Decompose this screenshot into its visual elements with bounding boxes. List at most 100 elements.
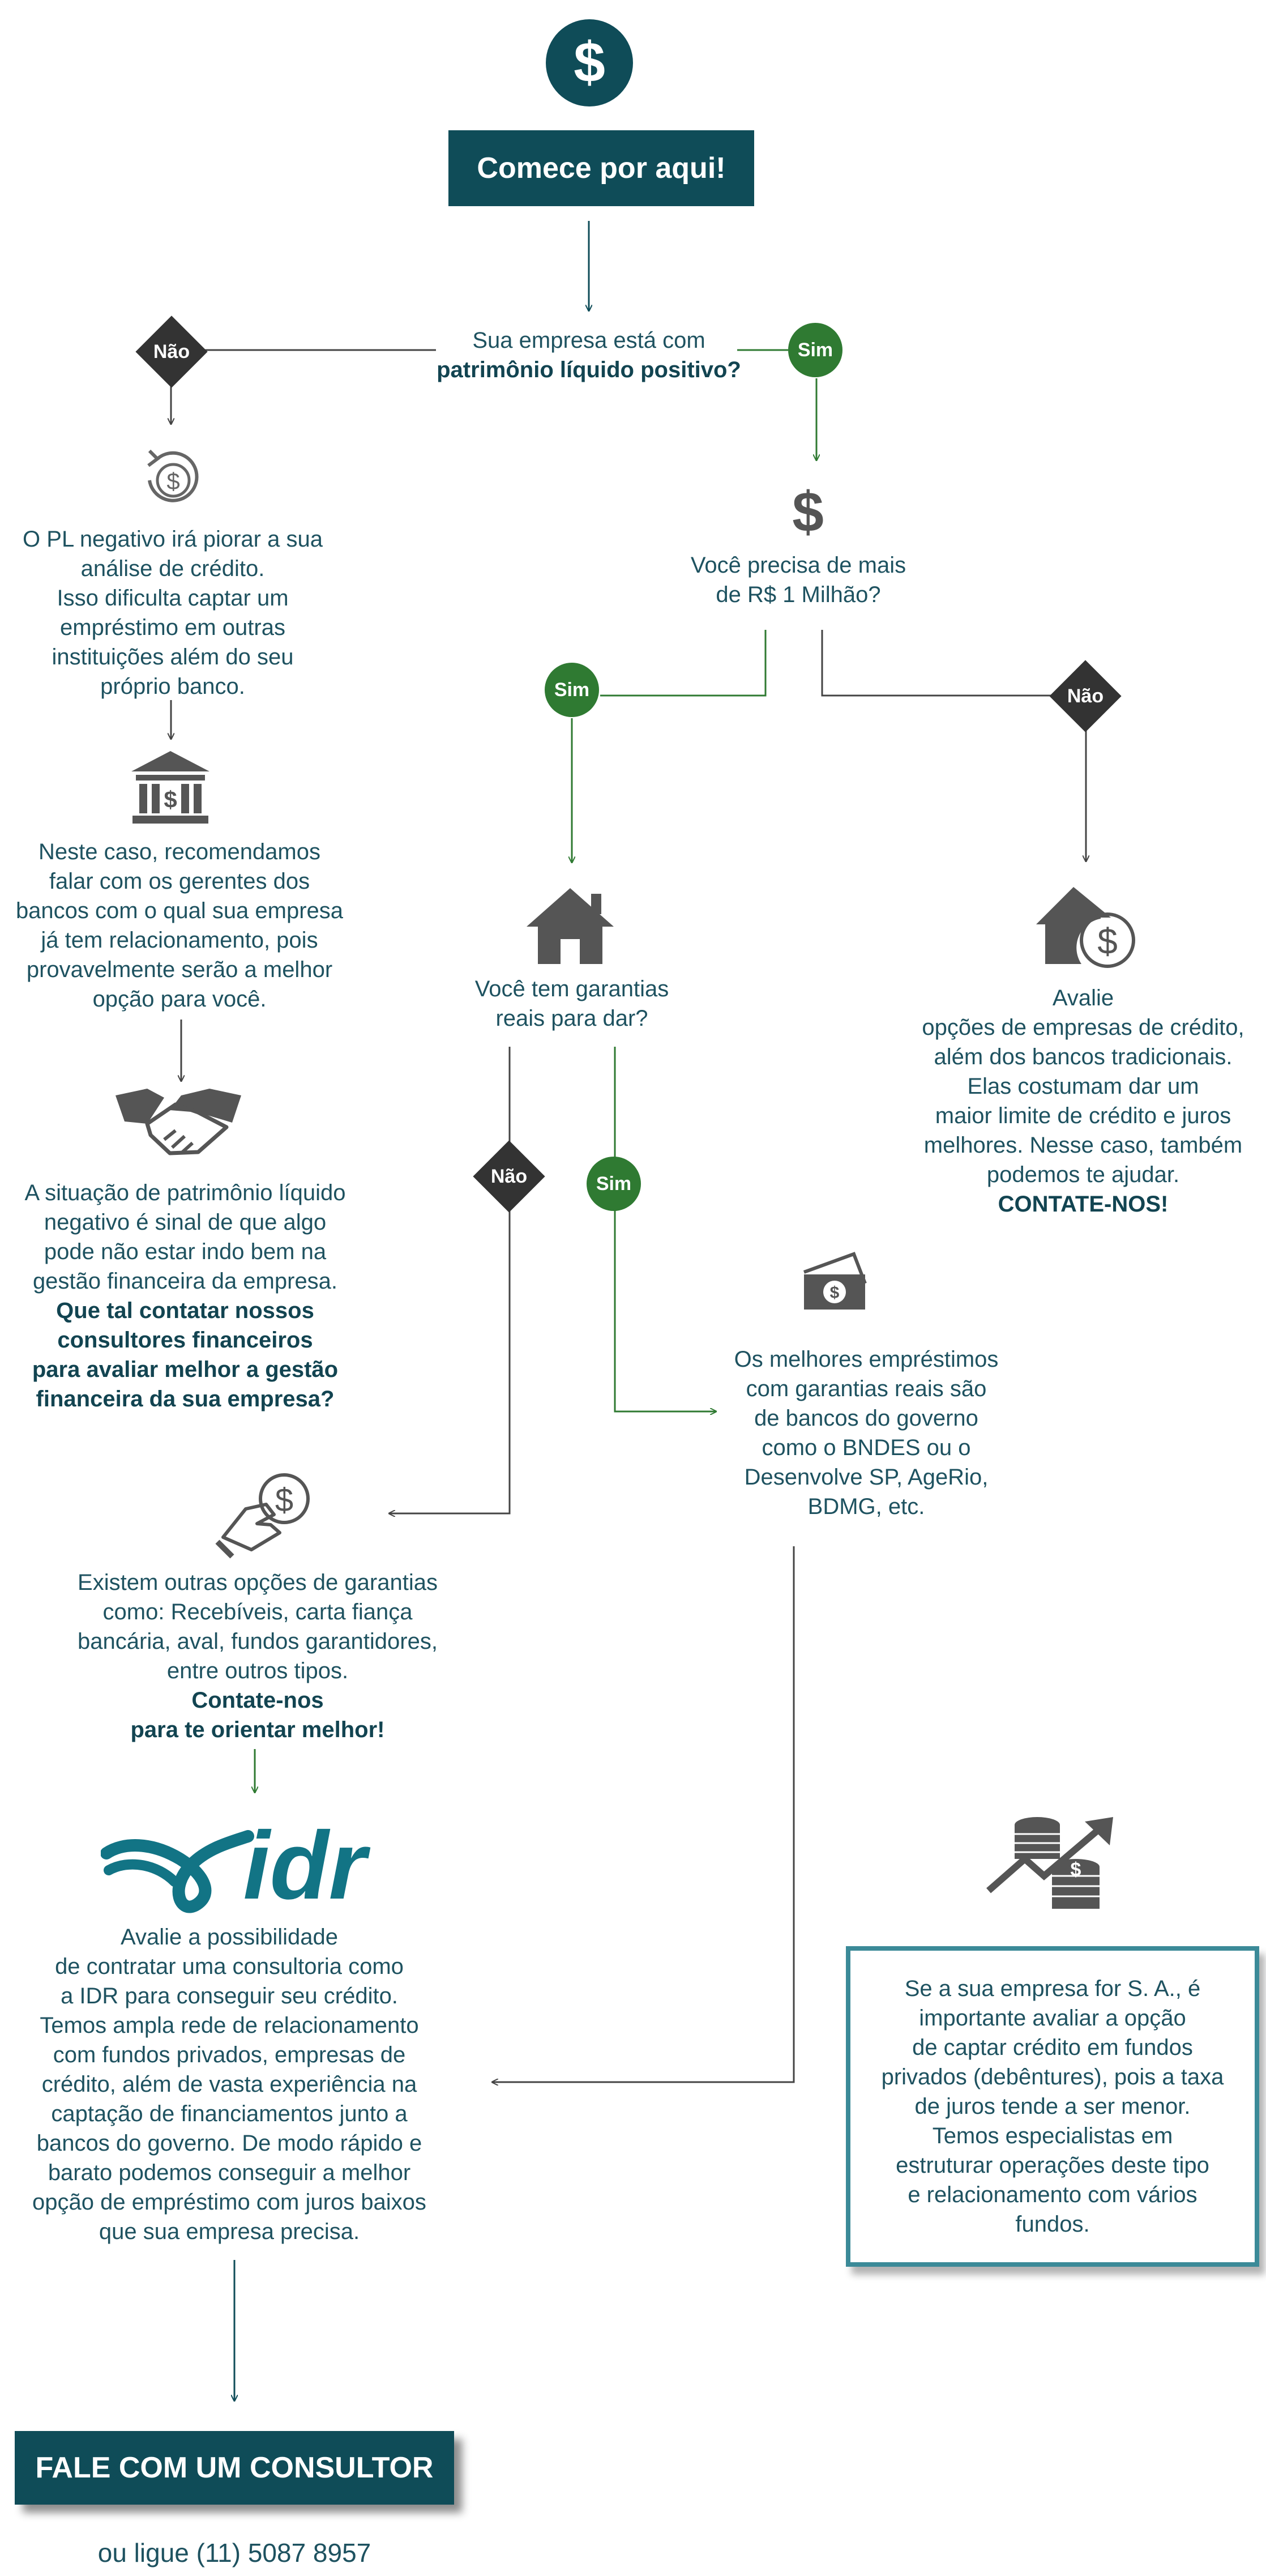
idr-consult-line: opção de empréstimo com juros baixos [32,2190,426,2215]
financial-line: gestão financeira da empresa. [32,1269,338,1294]
question-equity-line1: Sua empresa está com [472,328,705,353]
question-equity: Sua empresa está com patrimônio líquido … [408,326,770,385]
banks-rec-line: bancos com o qual sua empresa [15,898,344,923]
other-guarantees-bold-line[interactable]: Contate-nos [191,1688,324,1713]
financial-bold-line: para avaliar melhor a gestão [32,1357,339,1382]
hand-coin-icon: $ [212,1469,317,1562]
pl-negative-line: instituições além do seu [52,645,294,669]
question-equity-line2: patrimônio líquido positivo? [437,357,741,382]
credit-line: opções de empresas de crédito, [922,1015,1244,1040]
idr-consult-line: crédito, além de vasta experiência na [41,2072,417,2097]
pl-negative-line: empréstimo em outras [60,615,285,640]
banks-rec-line: provavelmente serão a melhor [26,957,333,982]
sa-line: e relacionamento com vários [908,2182,1197,2207]
dollar-sign-icon: $ [788,480,828,544]
sa-info-text: Se a sua empresa for S. A., é importante… [860,1974,1245,2239]
gov-banks-line: com garantias reais são [746,1376,987,1401]
banks-rec-line: já tem relacionamento, pois [41,928,318,953]
financial-situation-text: A situação de patrimônio líquido negativ… [0,1178,370,1414]
idr-consult-line: barato podemos conseguir a melhor [48,2160,411,2185]
no-badge-equity: Não [146,326,197,377]
gov-banks-line: Desenvolve SP, AgeRio, [744,1465,989,1490]
gov-banks-line: como o BNDES ou o [762,1435,971,1460]
financial-line: negativo é sinal de que algo [44,1210,327,1235]
other-guarantees-line: bancária, aval, fundos garantidores, [78,1629,438,1654]
banks-rec-line: opção para você. [92,987,267,1012]
gov-banks-line: Os melhores empréstimos [734,1347,999,1372]
svg-text:$: $ [1097,921,1118,962]
yes-badge-label: Sim [797,339,833,361]
idr-consult-line: Avalie a possibilidade [121,1925,338,1950]
svg-text:$: $ [1071,1859,1081,1880]
financial-bold-line: Que tal contatar nossos [56,1298,314,1323]
idr-consult-line: com fundos privados, empresas de [53,2042,406,2067]
no-badge-label: Não [490,1165,528,1187]
svg-text:$: $ [792,483,824,539]
dollar-circle-icon: $ [546,19,633,109]
yes-badge-label: Sim [596,1172,632,1195]
credit-line: Elas costumam dar um [967,1074,1199,1099]
house-dollar-icon: $ [1034,885,1136,973]
coins-growth-icon: $ [985,1812,1121,1917]
gov-banks-text: Os melhores empréstimos com garantias re… [708,1345,1025,1521]
svg-text:$: $ [830,1283,840,1302]
other-guarantees-text: Existem outras opções de garantias como:… [40,1568,476,1745]
idr-consult-line: bancos do governo. De modo rápido e [36,2131,422,2156]
other-guarantees-line: entre outros tipos. [166,1658,349,1683]
no-badge-label: Não [1067,685,1104,707]
sa-line: Se a sua empresa for S. A., é [904,1976,1201,2001]
svg-text:$: $ [166,468,179,494]
financial-line: A situação de patrimônio líquido [24,1180,346,1205]
pl-negative-line: próprio banco. [100,674,245,699]
yes-badge-guarantees: Sim [587,1157,641,1211]
banks-rec-line: Neste caso, recomendamos [38,839,320,864]
question-guarantees-line1: Você tem garantias [474,976,669,1001]
phone-number[interactable]: ou ligue (11) 5087 8957 [97,2538,371,2568]
no-badge-million: Não [1060,671,1111,722]
credit-line: além dos bancos tradicionais. [934,1044,1233,1069]
handshake-icon [113,1078,243,1166]
gov-banks-line: BDMG, etc. [807,1494,925,1519]
house-icon [524,886,616,968]
yes-badge-million: Sim [545,663,599,717]
idr-consult-line: a IDR para conseguir seu crédito. [61,1984,398,2008]
credit-line: melhores. Nesse caso, também [923,1133,1243,1158]
credit-companies-text: Avalie opções de empresas de crédito, al… [900,983,1266,1219]
question-guarantees: Você tem garantias reais para dar? [436,974,708,1033]
yes-badge-label: Sim [554,679,590,701]
banks-recommendation-text: Neste caso, recomendamos falar com os ge… [0,837,359,1014]
idr-logo: idr [100,1812,378,1920]
sa-line: fundos. [1015,2212,1090,2237]
money-bill-icon: $ [799,1249,870,1316]
no-badge-guarantees: Não [484,1151,534,1202]
yes-badge-equity: Sim [788,323,842,377]
credit-line: Avalie [1052,986,1114,1010]
sa-line: estruturar operações deste tipo [896,2153,1209,2178]
sa-line: de juros tende a ser menor. [914,2094,1191,2119]
question-guarantees-line2: reais para dar? [495,1006,648,1031]
financial-bold-line: financeira da sua empresa? [36,1387,335,1411]
bank-icon: $ [128,749,213,831]
idr-consult-line: captação de financiamentos junto a [51,2101,408,2126]
sa-info-box: Se a sua empresa for S. A., é importante… [846,1946,1259,2267]
credit-line: podemos te ajudar. [986,1162,1180,1187]
sa-line: Temos especialistas em [932,2123,1173,2148]
gov-banks-line: de bancos do governo [754,1406,978,1431]
sa-line: de captar crédito em fundos [912,2035,1193,2060]
question-million-line2: de R$ 1 Milhão? [716,582,881,607]
talk-to-consultant-button[interactable]: FALE COM UM CONSULTOR [15,2431,454,2505]
credit-line: maior limite de crédito e juros [935,1103,1231,1128]
other-guarantees-bold-line[interactable]: para te orientar melhor! [130,1717,385,1742]
sa-line: importante avaliar a opção [919,2006,1186,2031]
contact-us-link[interactable]: CONTATE-NOS! [998,1192,1169,1217]
start-button[interactable]: Comece por aqui! [448,130,754,206]
pl-negative-line: O PL negativo irá piorar a sua [23,527,323,552]
idr-consult-text: Avalie a possibilidade de contratar uma … [0,1922,459,2246]
financial-line: pode não estar indo bem na [44,1239,327,1264]
svg-text:$: $ [275,1482,293,1519]
question-million-line1: Você precisa de mais [690,553,906,578]
refund-dollar-icon: $ [140,446,203,511]
other-guarantees-line: Existem outras opções de garantias [78,1570,438,1595]
sa-line: privados (debêntures), pois a taxa [881,2065,1224,2089]
